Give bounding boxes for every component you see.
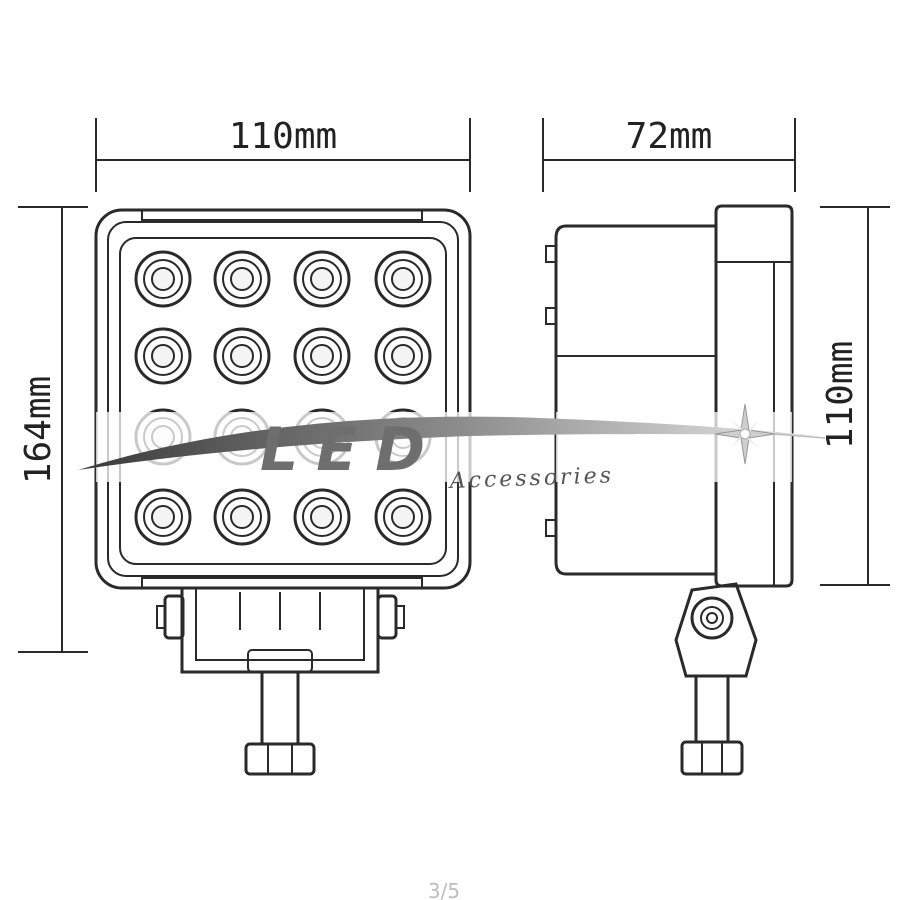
dimension-front-width: 110mm — [95, 116, 471, 192]
led-emitter — [374, 327, 432, 385]
logo-sub-text: Accessories — [447, 463, 614, 494]
mount-bracket — [156, 588, 405, 674]
front-width-label: 110mm — [229, 116, 337, 157]
side-body — [554, 224, 718, 576]
led-emitter — [374, 488, 432, 546]
led-emitter — [213, 250, 271, 308]
front-view — [94, 208, 472, 776]
dimension-side-height: 110mm — [820, 206, 890, 586]
logo-main-text: LED — [260, 415, 443, 485]
front-height-label: 164mm — [18, 376, 59, 484]
side-height-label: 110mm — [820, 341, 861, 449]
dimension-front-height: 164mm — [18, 206, 88, 653]
led-emitter — [213, 327, 271, 385]
logo-swoosh — [78, 416, 820, 470]
mount-bolt — [244, 670, 316, 776]
led-emitter — [134, 250, 192, 308]
logo-watermark: LED Accessories — [78, 403, 826, 494]
sparkle-icon — [714, 403, 826, 465]
side-depth-label: 72mm — [626, 116, 713, 157]
led-emitter — [213, 488, 271, 546]
led-emitter — [374, 250, 432, 308]
side-bracket — [674, 582, 758, 678]
front-housing — [94, 208, 472, 590]
led-emitter — [293, 488, 351, 546]
page-indicator: 3/5 — [428, 879, 460, 900]
led-grid — [134, 250, 432, 546]
bottom-flange — [141, 577, 423, 589]
led-emitter — [293, 250, 351, 308]
dimension-side-depth: 72mm — [542, 116, 796, 192]
front-housing-inner — [107, 221, 459, 577]
led-emitter — [293, 327, 351, 385]
lens-face — [119, 237, 447, 565]
led-emitter — [134, 327, 192, 385]
led-emitter — [134, 488, 192, 546]
side-view — [545, 204, 794, 776]
top-flange — [141, 209, 423, 221]
